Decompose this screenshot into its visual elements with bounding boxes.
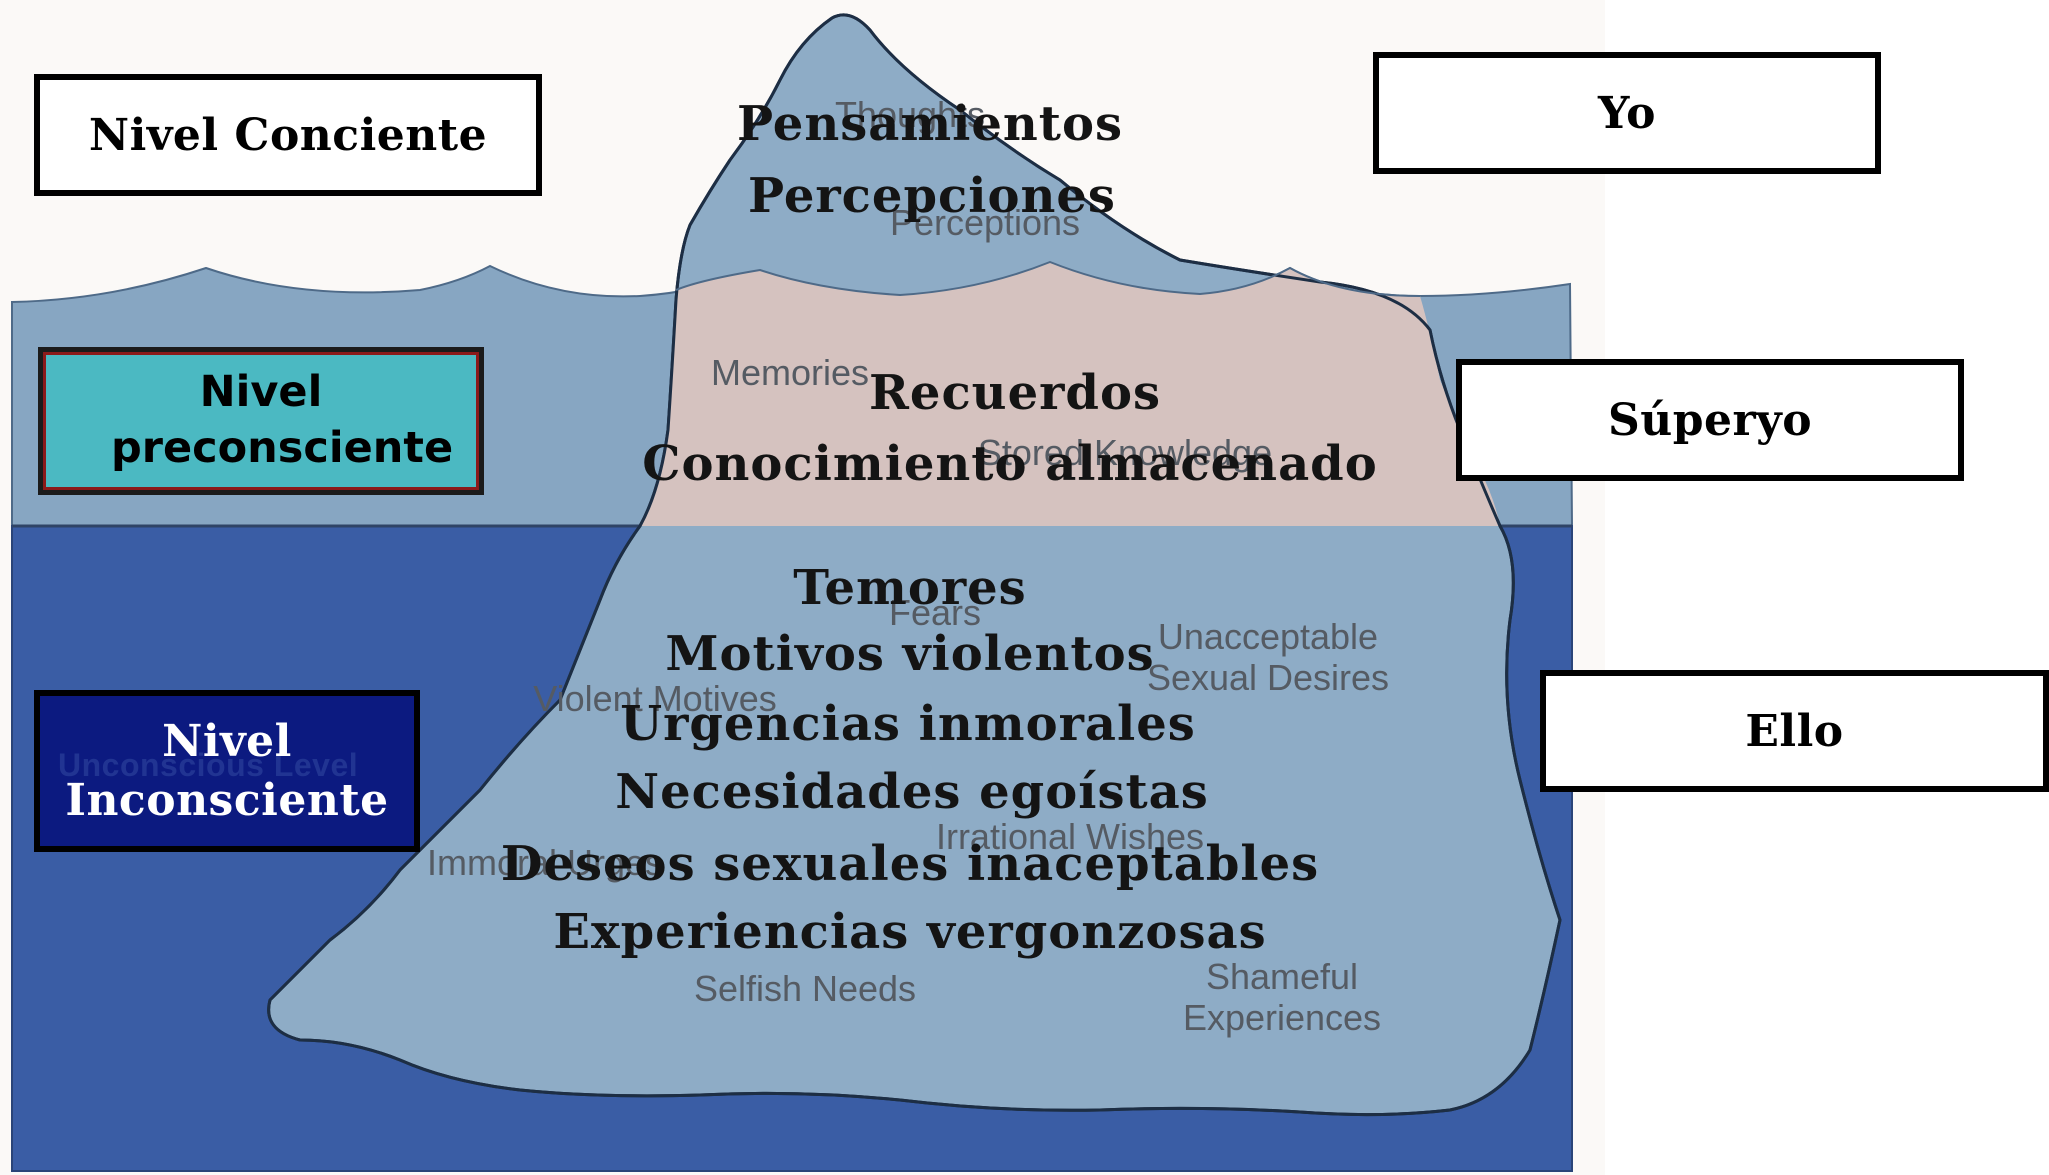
urgencias-label: Urgencias inmorales (620, 696, 1196, 752)
conscious-level-box: Nivel Conciente (34, 74, 542, 196)
ego-label: Yo (1598, 87, 1656, 139)
fears-en: Fears (888, 592, 982, 633)
page-margin (1605, 0, 2049, 1175)
perceptions-en: Perceptions (889, 202, 1081, 243)
pensamientos-label: Pensamientos (736, 96, 1124, 152)
preconscious-level-label: Nivel preconsciente (111, 367, 454, 473)
necesidades-label: Necesidades egoístas (615, 764, 1209, 820)
shameful-en: Shameful Experiences (1183, 956, 1381, 1039)
deseos-label: Deseos sexuales inaceptables (500, 836, 1320, 892)
wave-line (675, 260, 1421, 297)
unacceptable-en: Unacceptable Sexual Desires (1147, 616, 1389, 699)
experiencias-label: Experiencias vergonzosas (553, 904, 1267, 960)
memories-en: Memories (710, 352, 870, 393)
irrational-wishes-en: Irrational Wishes (935, 816, 1205, 857)
superego-box: Súperyo (1456, 359, 1964, 481)
unconscious-ghost-label: Unconscious Level (58, 747, 359, 783)
violent-motives-en: Violent Motives (533, 678, 777, 719)
superego-label: Súperyo (1607, 394, 1813, 446)
unconscious-level-label-line2: Inconsciente (65, 775, 389, 826)
id-label: Ello (1745, 705, 1844, 757)
iceberg-outline (267, 13, 1562, 1117)
id-box: Ello (1540, 670, 2049, 792)
shameful-en-line2: Experiences (1182, 997, 1382, 1039)
thoughts-en: Thoughts (834, 94, 986, 135)
unacceptable-en-line1: Unacceptable (1157, 616, 1379, 657)
immoral-urges-en: Immoral Urges (426, 842, 664, 883)
ego-box: Yo (1373, 52, 1881, 174)
preconscious-level-box: Nivel preconsciente (38, 347, 484, 495)
conscious-level-label: Nivel Conciente (88, 109, 488, 161)
shameful-en-line1: Shameful (1205, 956, 1359, 997)
iceberg-preconscious-region (640, 262, 1500, 526)
percepciones-label: Percepciones (748, 168, 1116, 224)
conocimiento-label: Conocimiento almacenado (642, 436, 1378, 492)
stored-knowledge-en: Stored Knowledge (977, 432, 1273, 473)
temores-label: Temores (793, 560, 1027, 616)
unconscious-level-label: Nivel Inconsciente (65, 712, 388, 831)
selfish-needs-en: Selfish Needs (693, 968, 917, 1009)
unconscious-level-box: Unconscious Level Nivel Inconsciente (34, 690, 420, 852)
unconscious-level-label-line1: Nivel (162, 715, 292, 767)
motivos-label: Motivos violentos (665, 626, 1155, 682)
recuerdos-label: Recuerdos (869, 365, 1161, 421)
unacceptable-en-line2: Sexual Desires (1146, 657, 1390, 699)
